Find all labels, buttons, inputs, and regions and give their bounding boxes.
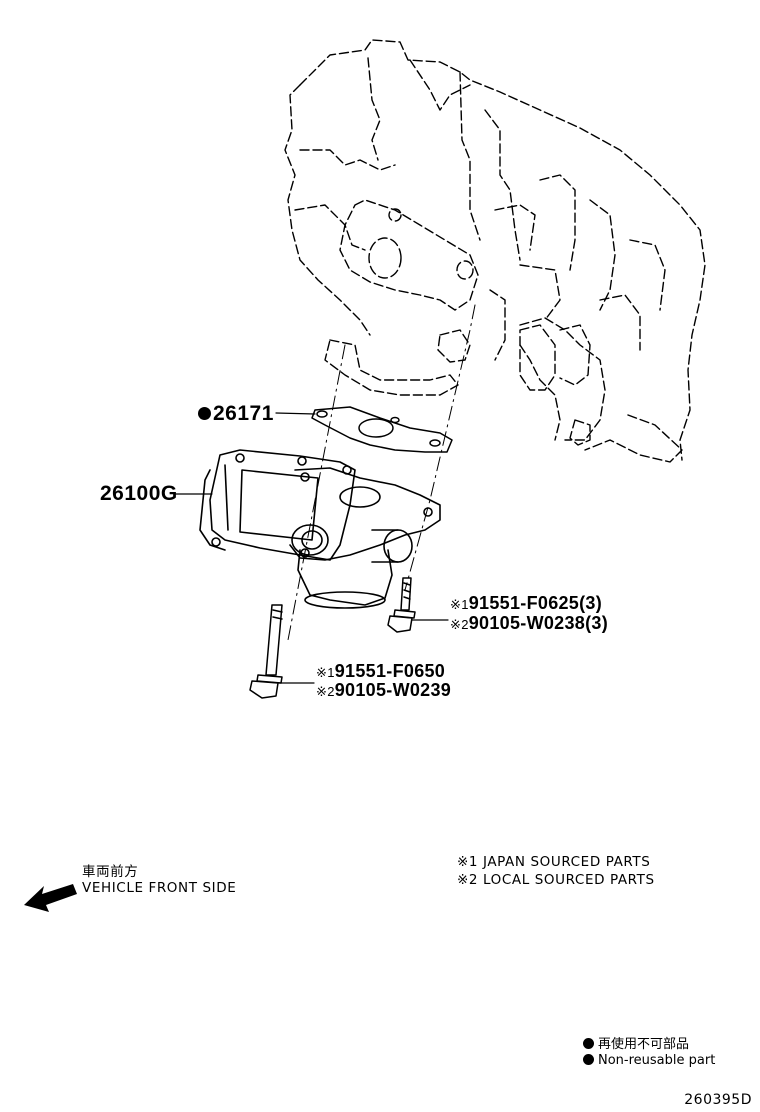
non-reusable-dot-icon (198, 407, 211, 420)
vehicle-front-label-en: VEHICLE FRONT SIDE (82, 880, 237, 896)
short-bolt-part-number-2: 90105-W0238(3) (468, 613, 609, 633)
legend-label-jp: 再使用不可部品 (598, 1037, 690, 1052)
source-note-japan: ※1 JAPAN SOURCED PARTS (457, 854, 651, 870)
short-bolt-part-number-1: 91551-F0625(3) (468, 593, 603, 613)
valve-assy-part-number: 26100G (100, 482, 178, 505)
vehicle-front-label-jp: 車両前方 (82, 864, 139, 880)
long-bolt (249, 604, 283, 699)
source-mark: ※2 (450, 617, 469, 632)
long-bolt-part-number-1: 91551-F0650 (334, 661, 446, 681)
source-note-local: ※2 LOCAL SOURCED PARTS (457, 872, 655, 888)
valve-assy-callout: 26100G (100, 482, 178, 506)
diagram-code: 260395D (684, 1092, 752, 1108)
legend-row-jp: 再使用不可部品 (583, 1033, 689, 1052)
source-mark: ※1 (450, 597, 469, 612)
source-mark: ※1 (316, 665, 335, 680)
gasket-callout: 26171 (198, 402, 274, 426)
legend-label-en: Non-reusable part (598, 1053, 716, 1068)
gasket-26171 (311, 406, 453, 453)
legend-row-en: Non-reusable part (583, 1053, 715, 1068)
non-reusable-dot-icon (583, 1038, 594, 1049)
engine-block-phantom (284, 39, 706, 463)
long-bolt-part-number-2: 90105-W0239 (334, 680, 452, 700)
gasket-part-number: 26171 (213, 402, 274, 425)
egr-valve-assy-26100G (199, 449, 441, 609)
long-bolt-callout-line1: ※191551-F0650 (316, 661, 445, 682)
short-bolt-callout-line2: ※290105-W0238(3) (450, 613, 608, 634)
leader-lines (174, 412, 449, 684)
long-bolt-callout-line2: ※290105-W0239 (316, 680, 451, 701)
short-bolt (387, 577, 416, 633)
non-reusable-dot-icon (583, 1054, 594, 1065)
vehicle-front-arrow-icon (24, 884, 77, 912)
source-mark: ※2 (316, 684, 335, 699)
short-bolt-callout-line1: ※191551-F0625(3) (450, 593, 602, 614)
alignment-lines (287, 304, 476, 641)
